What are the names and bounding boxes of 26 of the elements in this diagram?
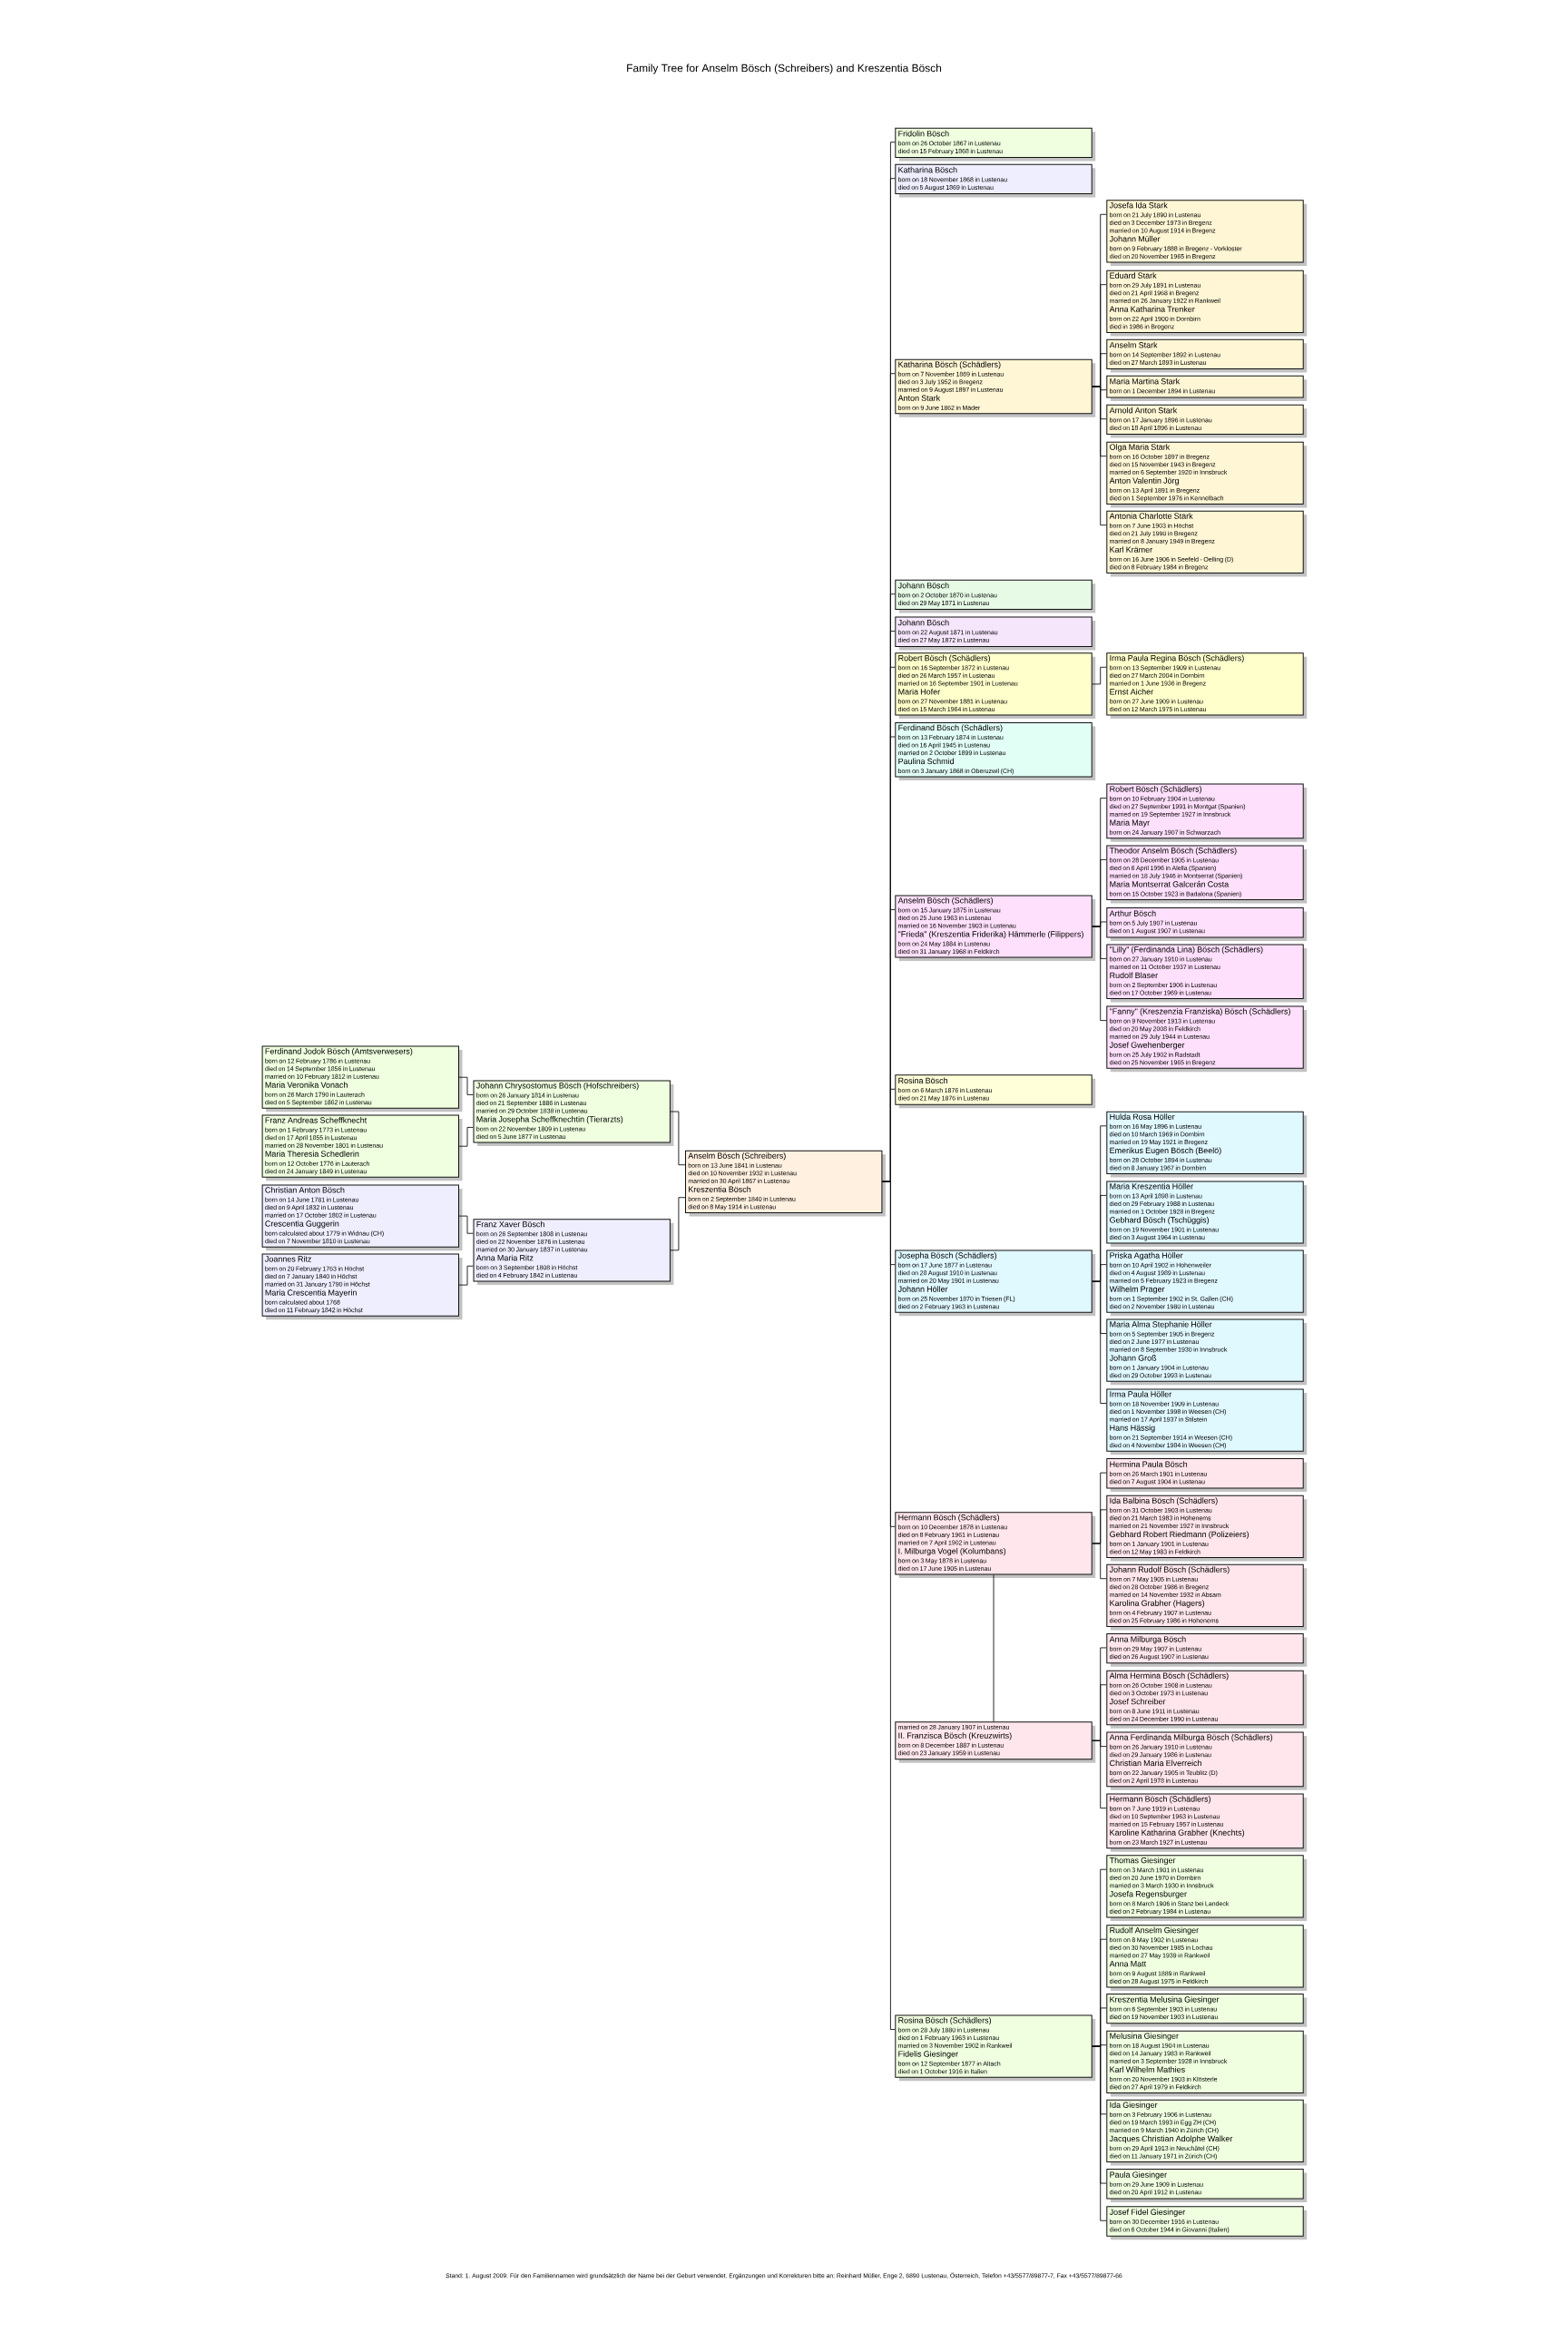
tree-line — [1092, 386, 1107, 526]
tree-line — [993, 1574, 995, 1722]
tree-line — [1092, 1280, 1107, 1404]
tree-line — [881, 1181, 896, 2030]
node-label: Eduard Stark — [1110, 272, 1157, 279]
tree-line — [1092, 666, 1107, 685]
title: Family Tree for Anselm Bösch (Schreibers) and Kreszentia Bösch — [627, 64, 942, 74]
tree-line — [458, 1076, 474, 1095]
tree-line — [1092, 1543, 1107, 1580]
node-label: Karl Wilhelm Mathies — [1110, 2066, 1185, 2073]
node-label: Anselm Stark — [1109, 341, 1158, 348]
node-label: Fridolin Bösch — [898, 130, 949, 137]
tree-line — [1092, 1740, 1107, 1809]
node-label: Ida Balbina Bösch (Schädlers) — [1110, 1497, 1218, 1505]
tree-line — [458, 1265, 474, 1286]
tree-line — [458, 1126, 474, 1147]
node-label: Anton Valentin Jörg — [1109, 477, 1179, 485]
tree-line — [670, 1197, 686, 1251]
node-label: Gebhard Robert Riedmann (Polizeiers) — [1110, 1531, 1250, 1539]
node-label: Melusina Giesinger — [1110, 2033, 1179, 2041]
tree-line — [1092, 926, 1107, 1022]
node-label: Olga Maria Stark — [1110, 444, 1171, 452]
node-label: Anna Katharina Trenker — [1109, 306, 1195, 312]
tree-line — [670, 1111, 686, 1166]
tree-line — [1092, 2045, 1107, 2221]
tree-line — [458, 1215, 474, 1234]
